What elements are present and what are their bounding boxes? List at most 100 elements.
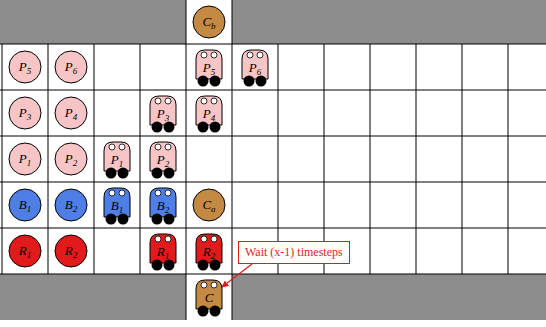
robot-body bbox=[104, 188, 130, 217]
agent-label: C bbox=[193, 290, 225, 305]
callout-arrow bbox=[222, 264, 252, 287]
robot-wheel bbox=[198, 260, 209, 271]
agent-label: P4 bbox=[54, 96, 88, 131]
agent-label: P2 bbox=[147, 152, 179, 169]
robot-eye bbox=[257, 52, 263, 58]
symbol-letter: B bbox=[157, 198, 165, 213]
goal-circle: Ca bbox=[192, 188, 226, 222]
symbol-letter: C bbox=[205, 290, 214, 305]
agent-label: Ca bbox=[192, 188, 226, 223]
circle-outline bbox=[9, 189, 41, 221]
symbol-subscript: 6 bbox=[257, 67, 262, 77]
symbol-letter: R bbox=[19, 243, 27, 258]
grid-line bbox=[416, 44, 417, 274]
symbol-subscript: 2 bbox=[73, 204, 78, 214]
robot-wheel bbox=[198, 122, 209, 133]
crossing-cell bbox=[186, 0, 232, 44]
symbol-subscript: 1 bbox=[27, 204, 32, 214]
top-corridor bbox=[0, 0, 546, 44]
symbol-subscript: 2 bbox=[73, 158, 78, 168]
goal-circle: P1 bbox=[8, 142, 42, 176]
symbol-subscript: 4 bbox=[73, 112, 78, 122]
circle-outline bbox=[55, 235, 87, 267]
robot-eye bbox=[165, 98, 171, 104]
grid-line bbox=[0, 228, 546, 229]
grid-line bbox=[0, 182, 546, 183]
robot-eye bbox=[201, 98, 207, 104]
grid-line bbox=[0, 90, 546, 91]
grid-line bbox=[0, 274, 546, 275]
symbol-subscript: a bbox=[211, 204, 216, 214]
robot-body bbox=[150, 142, 176, 171]
robot-eye bbox=[211, 236, 217, 242]
robot-eye bbox=[109, 190, 115, 196]
robot-body bbox=[196, 280, 222, 309]
robot-wheel bbox=[210, 306, 221, 317]
robot-body bbox=[242, 50, 268, 79]
symbol-subscript: 6 bbox=[73, 66, 78, 76]
circle-outline bbox=[55, 189, 87, 221]
robot-body bbox=[196, 50, 222, 79]
robot-eye bbox=[109, 144, 115, 150]
symbol-letter: P bbox=[111, 152, 119, 167]
robot-body bbox=[150, 96, 176, 125]
agent-label: B1 bbox=[101, 198, 133, 215]
robot-body bbox=[196, 96, 222, 125]
symbol-subscript: 2 bbox=[211, 251, 216, 261]
agent-label: P3 bbox=[8, 96, 42, 131]
symbol-subscript: 1 bbox=[119, 159, 124, 169]
goal-circle: P3 bbox=[8, 96, 42, 130]
symbol-letter: B bbox=[111, 198, 119, 213]
robot-wheel bbox=[118, 214, 129, 225]
robot-wheel bbox=[256, 76, 267, 87]
robot-eye bbox=[201, 236, 207, 242]
grid-lines bbox=[0, 0, 546, 320]
goal-circle: P2 bbox=[54, 142, 88, 176]
symbol-subscript: 2 bbox=[165, 205, 170, 215]
robot-wheel bbox=[210, 76, 221, 87]
robot-eye bbox=[247, 52, 253, 58]
symbol-letter: P bbox=[19, 59, 27, 74]
grid-line bbox=[140, 44, 141, 274]
robot-eye bbox=[201, 52, 207, 58]
goal-circle: R1 bbox=[8, 234, 42, 268]
symbol-letter: P bbox=[249, 60, 257, 75]
robot-body bbox=[104, 142, 130, 171]
grid-line bbox=[508, 44, 509, 274]
crossing-cell bbox=[186, 274, 232, 320]
agent-label: R2 bbox=[54, 234, 88, 269]
symbol-subscript: 2 bbox=[73, 250, 78, 260]
agent-label: P1 bbox=[101, 152, 133, 169]
robot-wheel bbox=[164, 168, 175, 179]
symbol-subscript: 4 bbox=[211, 113, 216, 123]
agent-label: P6 bbox=[54, 50, 88, 85]
robot-wheel bbox=[164, 122, 175, 133]
symbol-subscript: 2 bbox=[165, 159, 170, 169]
symbol-letter: R bbox=[203, 244, 211, 259]
grid-line bbox=[48, 44, 49, 274]
grid-line bbox=[94, 44, 95, 274]
symbol-letter: P bbox=[19, 105, 27, 120]
grid-line bbox=[186, 0, 187, 320]
robot-wheel bbox=[118, 168, 129, 179]
agent-label: Cb bbox=[192, 5, 226, 40]
goal-circle: R2 bbox=[54, 234, 88, 268]
symbol-letter: P bbox=[65, 105, 73, 120]
grid-line bbox=[278, 44, 279, 274]
grid-line bbox=[2, 44, 3, 274]
agent-label: P4 bbox=[193, 106, 225, 123]
robot-body bbox=[150, 234, 176, 263]
robot-agent: P5 bbox=[193, 47, 225, 87]
circle-outline bbox=[9, 143, 41, 175]
robot-agent: P4 bbox=[193, 93, 225, 133]
goal-circle: Cb bbox=[192, 5, 226, 39]
symbol-subscript: 1 bbox=[27, 158, 32, 168]
callout-box: Wait (x-1) timesteps bbox=[238, 241, 350, 264]
agent-label: P3 bbox=[147, 106, 179, 123]
symbol-letter: P bbox=[203, 106, 211, 121]
symbol-letter: R bbox=[157, 244, 165, 259]
symbol-letter: P bbox=[157, 106, 165, 121]
agent-label: P2 bbox=[54, 142, 88, 177]
goal-circle: B2 bbox=[54, 188, 88, 222]
robot-wheel bbox=[244, 76, 255, 87]
